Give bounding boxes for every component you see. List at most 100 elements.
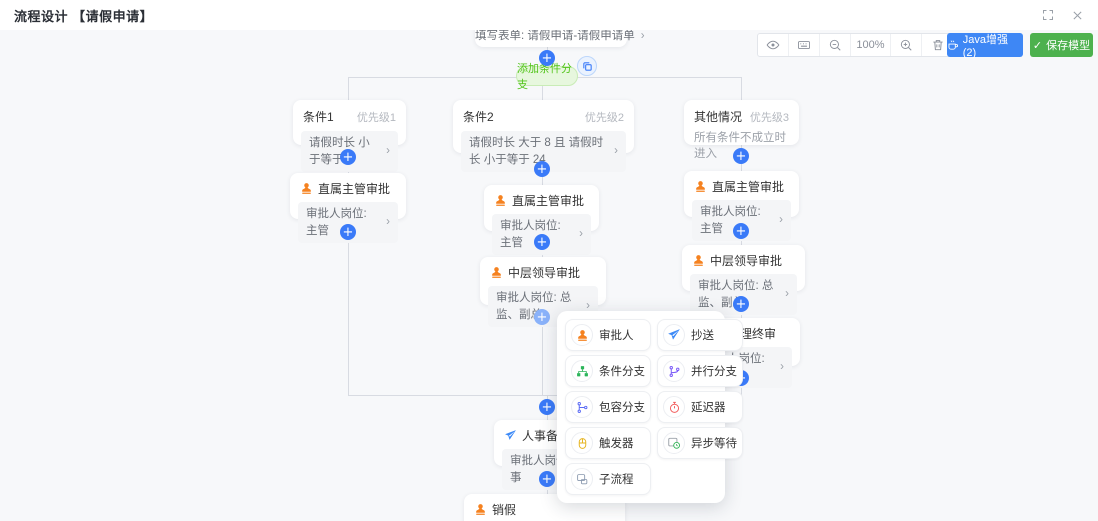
chevron-right-icon: › bbox=[579, 228, 583, 241]
menu-item-parallel-branch[interactable]: 并行分支 bbox=[657, 355, 743, 387]
approver-stamp-icon bbox=[694, 255, 703, 266]
add-node-button[interactable]: + bbox=[534, 234, 550, 250]
approver-role: 审批人岗位: 主管 bbox=[700, 206, 761, 235]
chevron-right-icon: › bbox=[386, 216, 390, 229]
condition-expression: 所有条件不成立时进入 bbox=[694, 132, 786, 160]
condition-node-else[interactable]: 其他情况 优先级3 所有条件不成立时进入 bbox=[684, 100, 799, 160]
mouse-trigger-icon bbox=[571, 432, 593, 454]
approval-node-manager-right[interactable]: 直属主管审批 审批人岗位: 主管 › bbox=[684, 171, 799, 242]
condition-title: 条件2 bbox=[463, 110, 494, 124]
approver-role: 审批人岗位: 总监、副总 bbox=[496, 292, 572, 321]
add-node-button[interactable]: + bbox=[534, 161, 550, 177]
save-model-button[interactable]: ✓ 保存模型 bbox=[1030, 33, 1093, 57]
subprocess-icon bbox=[571, 468, 593, 490]
condition-priority: 优先级2 bbox=[584, 111, 624, 124]
add-node-button[interactable]: + bbox=[733, 296, 749, 312]
java-enhance-label: Java增强 (2) bbox=[962, 34, 1008, 59]
condition-expression: 请假时长 大于 8 且 请假时长 小于等于 24 bbox=[469, 137, 604, 166]
menu-item-label: 异步等待 bbox=[691, 438, 737, 450]
add-node-button[interactable]: + bbox=[539, 471, 555, 487]
copy-branch-icon[interactable] bbox=[577, 56, 597, 76]
chevron-right-icon: › bbox=[780, 361, 784, 374]
menu-item-label: 审批人 bbox=[599, 330, 634, 342]
shortcut-keys-button[interactable] bbox=[789, 34, 820, 56]
menu-item-cc[interactable]: 抄送 bbox=[657, 319, 743, 351]
add-condition-branch-button[interactable]: 添加条件分支 bbox=[516, 63, 578, 91]
add-node-button[interactable]: + bbox=[340, 224, 356, 240]
keyboard-icon bbox=[798, 41, 810, 49]
condition-node-1[interactable]: 条件1 优先级1 请假时长 小于等于 8› bbox=[293, 100, 406, 173]
menu-item-label: 延迟器 bbox=[691, 402, 726, 414]
approval-node-manager-left[interactable]: 直属主管审批 审批人岗位: 主管 › bbox=[290, 173, 406, 244]
menu-item-label: 并行分支 bbox=[691, 366, 737, 378]
fullscreen-icon[interactable] bbox=[1041, 8, 1055, 22]
zoom-in-button[interactable] bbox=[891, 34, 922, 56]
add-node-button[interactable]: + bbox=[733, 223, 749, 239]
approver-role: 审批人岗位: 主管 bbox=[306, 208, 367, 237]
menu-item-delay-timer[interactable]: 延迟器 bbox=[657, 391, 743, 423]
approver-stamp-icon bbox=[302, 183, 311, 194]
menu-item-trigger[interactable]: 触发器 bbox=[565, 427, 651, 459]
approver-stamp-icon bbox=[492, 267, 501, 278]
add-node-button[interactable]: + bbox=[539, 50, 555, 66]
async-wait-icon bbox=[663, 432, 685, 454]
eye-icon bbox=[766, 40, 780, 50]
condition-priority: 优先级1 bbox=[356, 111, 396, 124]
approval-node-leader-right[interactable]: 中层领导审批 审批人岗位: 总监、副总 › bbox=[682, 245, 805, 316]
inclusive-branch-icon bbox=[571, 396, 593, 418]
canvas-toolbar: 100% bbox=[757, 33, 954, 57]
menu-item-label: 触发器 bbox=[599, 438, 634, 450]
chevron-right-icon: › bbox=[785, 288, 789, 301]
approver-role: 审批人岗位: 主管 bbox=[500, 220, 561, 249]
add-node-button[interactable]: + bbox=[340, 149, 356, 165]
menu-item-subprocess[interactable]: 子流程 bbox=[565, 463, 651, 495]
chevron-right-icon: › bbox=[586, 300, 590, 313]
java-enhance-button[interactable]: Java增强 (2) bbox=[947, 33, 1023, 59]
condition-title: 其他情况 bbox=[694, 110, 743, 124]
form-node-label: 填写表单: 请假申请-请假申请单 bbox=[475, 30, 635, 42]
add-node-popup-menu: 审批人 抄送 条件分支 并行分支 bbox=[557, 311, 743, 503]
condition-title: 条件1 bbox=[303, 110, 334, 124]
send-plane-icon bbox=[663, 324, 685, 346]
menu-item-condition-branch[interactable]: 条件分支 bbox=[565, 355, 651, 387]
condition-priority: 优先级3 bbox=[749, 111, 789, 124]
approver-stamp-icon bbox=[571, 324, 593, 346]
approver-stamp-icon bbox=[496, 195, 505, 206]
zoom-out-button[interactable] bbox=[820, 34, 851, 56]
menu-item-label: 条件分支 bbox=[599, 366, 645, 378]
menu-item-label: 抄送 bbox=[691, 330, 714, 342]
approval-node-leader-mid[interactable]: 中层领导审批 审批人岗位: 总监、副总 › bbox=[480, 257, 606, 328]
close-icon[interactable] bbox=[1070, 8, 1084, 22]
approver-stamp-icon bbox=[476, 504, 485, 515]
stopwatch-icon bbox=[663, 396, 685, 418]
approver-role: 审批人岗位: 总监、副总 bbox=[698, 280, 774, 309]
chevron-right-icon: › bbox=[614, 145, 618, 158]
condition-node-2[interactable]: 条件2 优先级2 请假时长 大于 8 且 请假时长 小于等于 24 › bbox=[453, 100, 634, 173]
approval-node-title: 直属主管审批 bbox=[712, 180, 785, 194]
connector-line bbox=[348, 395, 742, 396]
preview-button[interactable] bbox=[758, 34, 789, 56]
add-node-button-active[interactable]: + bbox=[534, 309, 550, 325]
condition-branch-icon bbox=[571, 360, 593, 382]
approval-node-manager-mid[interactable]: 直属主管审批 审批人岗位: 主管› bbox=[484, 185, 599, 256]
delete-button[interactable] bbox=[922, 34, 953, 56]
trash-icon bbox=[932, 40, 943, 51]
check-icon: ✓ bbox=[1032, 39, 1043, 52]
approval-node-title: 中层领导审批 bbox=[710, 254, 783, 268]
approver-stamp-icon bbox=[696, 181, 705, 192]
chevron-right-icon: › bbox=[640, 30, 645, 42]
approval-node-title: 直属主管审批 bbox=[318, 182, 391, 196]
menu-item-approver[interactable]: 审批人 bbox=[565, 319, 651, 351]
chevron-right-icon: › bbox=[779, 214, 783, 227]
chevron-right-icon: › bbox=[386, 145, 390, 158]
add-node-button[interactable]: + bbox=[539, 399, 555, 415]
zoom-in-icon bbox=[900, 39, 912, 51]
menu-item-label: 子流程 bbox=[599, 474, 634, 486]
send-plane-icon bbox=[505, 430, 516, 440]
menu-item-inclusive-branch[interactable]: 包容分支 bbox=[565, 391, 651, 423]
approval-node-title: 销假 bbox=[492, 503, 517, 517]
approval-node-title: 中层领导审批 bbox=[508, 266, 581, 280]
menu-item-async-wait[interactable]: 异步等待 bbox=[657, 427, 743, 459]
add-node-button[interactable]: + bbox=[733, 148, 749, 164]
